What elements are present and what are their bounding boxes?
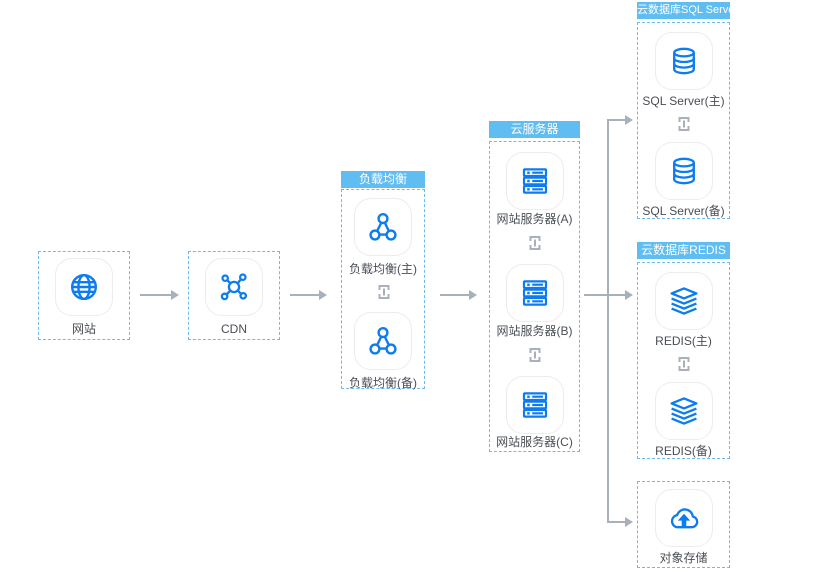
load-balancer-backup-label: 负载均衡(备) [349,376,417,390]
load-balancer-backup-card [354,312,412,370]
web-server-a-card [506,152,564,210]
object-storage-card [655,489,713,547]
load-balancer-primary-label: 负载均衡(主) [349,262,417,276]
cdn-node-box: CDN [188,251,280,340]
database-icon [673,157,695,185]
sql-server-primary-card [655,32,713,90]
web-server-b-card [506,264,564,322]
cdn-card [205,258,263,316]
web-server-c-card [506,376,564,434]
sql-server-primary-label: SQL Server(主) [642,94,725,108]
sql-server-group-box: SQL Server(主) SQL Server(备) [637,22,730,219]
load-balancer-group-title: 负载均衡 [341,171,425,188]
arrow-to-sql-server [608,115,633,125]
load-balancer-icon [369,212,397,241]
globe-icon [70,274,98,300]
link-icon [529,348,541,362]
server-icon [522,392,548,418]
connector-line [607,119,609,523]
arrow-to-redis [608,290,633,300]
redis-backup-card [655,382,713,440]
link-icon [678,117,690,131]
arrow-website-to-cdn [140,290,179,300]
arrow-cdn-to-lb [290,290,327,300]
web-server-c-label: 网站服务器(C) [496,435,573,449]
website-node-box: 网站 [38,251,130,340]
cloud-upload-icon [670,508,699,529]
website-label: 网站 [71,322,96,336]
link-icon [529,236,541,250]
web-server-a-label: 网站服务器(A) [496,212,573,226]
link-icon [378,285,390,299]
redis-primary-card [655,272,713,330]
redis-group-box: REDIS(主) REDIS(备) [637,262,730,459]
redis-group-title: 云数据库REDIS [637,242,730,259]
web-server-b-label: 网站服务器(B) [496,324,573,338]
redis-stack-icon [670,397,698,425]
load-balancer-group-box: 负载均衡(主) 负载均衡(备) [341,189,425,390]
arrow-lb-to-server [440,290,477,300]
cloud-server-group-title: 云服务器 [489,121,580,138]
website-card [55,258,113,316]
object-storage-label: 对象存储 [659,551,708,565]
arrow-to-object-storage [608,517,633,527]
sql-server-group-title: 云数据库SQL Server [637,2,730,19]
server-icon [522,168,548,194]
redis-backup-label: REDIS(备) [655,444,712,458]
load-balancer-icon [369,327,397,355]
cloud-server-group-box: 网站服务器(A) 网站服务器(B) 网站服务器(C) [489,141,580,452]
sql-server-backup-card [655,142,713,200]
connector-line [584,294,608,296]
database-icon [673,47,695,75]
sql-server-backup-label: SQL Server(备) [642,204,725,218]
network-hub-icon [220,273,248,301]
link-icon [678,357,690,371]
redis-stack-icon [670,287,698,315]
load-balancer-primary-card [354,198,412,256]
object-storage-box: 对象存储 [637,481,730,568]
server-icon [522,280,548,306]
redis-primary-label: REDIS(主) [655,334,712,348]
cdn-label: CDN [221,322,247,336]
